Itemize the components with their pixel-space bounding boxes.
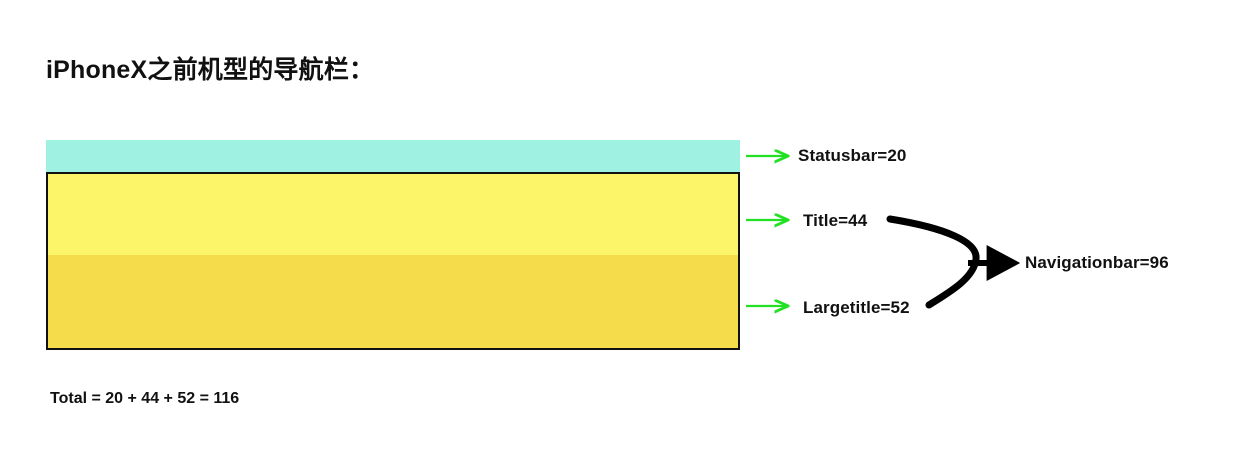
largetitle-band (48, 255, 738, 348)
navigationbar-brace (886, 215, 980, 309)
navigationbar-label: Navigationbar=96 (1025, 253, 1169, 272)
title-band (48, 174, 738, 255)
page-title: iPhoneX之前机型的导航栏： (46, 56, 375, 84)
navigationbar-box (46, 172, 740, 350)
total-line: Total = 20 + 44 + 52 = 116 (50, 390, 240, 407)
statusbar-band (46, 140, 740, 172)
title-label: Title=44 (803, 211, 868, 230)
statusbar-label: Statusbar=20 (798, 146, 907, 165)
largetitle-label: Largetitle=52 (803, 298, 910, 317)
